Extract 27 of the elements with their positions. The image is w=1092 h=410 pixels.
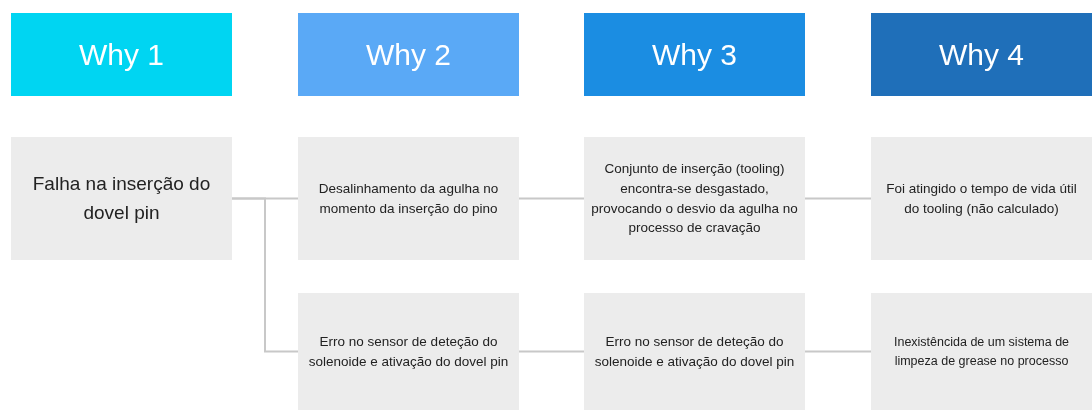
cause-box bbox=[871, 137, 1092, 260]
header-text: Why 3 bbox=[652, 37, 737, 72]
cause-box bbox=[298, 137, 519, 260]
cause-text: Erro no sensor de deteção do solenoide e ativação do dovel pin bbox=[307, 332, 510, 371]
header-text: Why 2 bbox=[366, 37, 451, 72]
cause-box bbox=[584, 293, 805, 410]
cause-box bbox=[871, 293, 1092, 410]
cause-text: Erro no sensor de deteção do solenoide e ativação do dovel pin bbox=[593, 332, 796, 371]
header-text: Why 4 bbox=[939, 37, 1024, 72]
header-text: Why 1 bbox=[79, 37, 164, 72]
connector-line bbox=[518, 350, 585, 353]
header-box bbox=[584, 13, 805, 96]
cause-box bbox=[584, 137, 805, 260]
cause-text: Inexistêncida de um sistema de limpeza de grease no processo bbox=[892, 334, 1071, 370]
connector-line bbox=[804, 350, 872, 353]
connector-line bbox=[518, 197, 585, 200]
cause-box bbox=[11, 137, 232, 260]
header-box bbox=[298, 13, 519, 96]
connector-line bbox=[804, 197, 872, 200]
cause-text: Desalinhamento da agulha no momento da inserção do pino bbox=[317, 179, 500, 218]
cause-box bbox=[298, 293, 519, 410]
header-box bbox=[11, 13, 232, 96]
cause-text: Falha na inserção do dovel pin bbox=[31, 172, 212, 225]
connector-line bbox=[231, 197, 299, 353]
header-box bbox=[871, 13, 1092, 96]
cause-text: Conjunto de inserção (tooling) encontra-se desgastado, provocando o desvio da agulha no processo de cravação bbox=[590, 160, 799, 238]
cause-text: Foi atingido o tempo de vida útil do tooling (não calculado) bbox=[885, 179, 1078, 218]
